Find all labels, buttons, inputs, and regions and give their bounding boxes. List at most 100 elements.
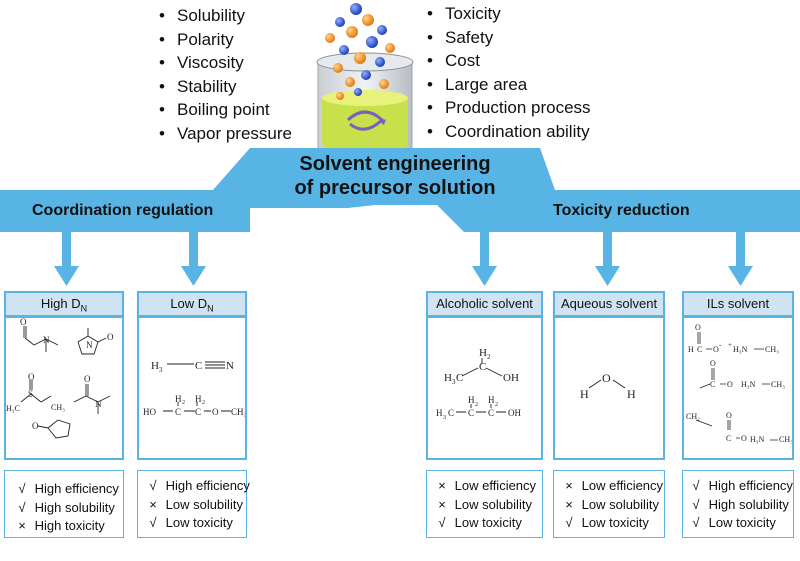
atom-label: CH₂	[686, 412, 700, 421]
mark-icon: ×	[18, 518, 26, 533]
category-high-dn: High DN	[4, 291, 124, 317]
branch-coordination-regulation: Coordination regulation	[32, 202, 214, 219]
category-label: High D	[40, 296, 81, 311]
atom-label: H	[436, 408, 443, 418]
atom-label: C	[195, 407, 201, 417]
atom-label: C	[175, 407, 181, 417]
property-item: Polarity	[157, 28, 292, 52]
atom-label: O	[28, 372, 35, 382]
atom-label: H	[195, 394, 202, 404]
atom-label: H	[468, 395, 475, 405]
atom-label: H	[151, 360, 159, 372]
property-row: × High toxicity	[13, 517, 123, 536]
atom-label: CH₃	[771, 380, 785, 389]
atom-label: O	[212, 407, 219, 417]
banner-diagram	[0, 148, 800, 286]
atom-label: S	[28, 389, 33, 399]
arrow-low-dn	[181, 232, 206, 286]
property-text: Low toxicity	[165, 515, 233, 530]
property-row: √ High solubility	[13, 499, 123, 518]
atom-label: O	[695, 323, 701, 332]
atom-label: O	[726, 411, 732, 420]
mark-icon: ×	[565, 478, 573, 493]
structures-ils: O H C O - + H₃N CH₃ O C O H₃N CH₃ CH₂ O …	[686, 323, 793, 444]
property-text: Low solubility	[165, 496, 243, 512]
atom-label: O	[710, 359, 716, 368]
property-row: √ Low toxicity	[687, 514, 793, 533]
arrow-high-dn	[54, 232, 79, 286]
property-row: √ Low toxicity	[560, 514, 664, 533]
atom-label: H	[175, 394, 182, 404]
property-text: High efficiency	[708, 478, 793, 493]
atom-label: CH₃	[765, 345, 779, 354]
atom-label: O	[107, 332, 114, 342]
property-text: High toxicity	[34, 518, 105, 533]
left-property-list: Solubility Polarity Viscosity Stability …	[157, 4, 292, 145]
property-row: √ High efficiency	[144, 477, 250, 496]
category-low-dn: Low DN	[137, 291, 247, 317]
property-text: Low efficiency	[454, 478, 537, 493]
property-item: Coordination ability	[425, 120, 591, 144]
atom-label: O	[713, 345, 719, 354]
category-label: Low D	[170, 296, 208, 311]
arrow-ils	[728, 232, 753, 286]
atom-label: H	[580, 387, 589, 401]
mark-icon: ×	[438, 478, 446, 493]
mark-icon: √	[565, 515, 573, 530]
category-aqueous-solvent: Aqueous solvent	[553, 291, 665, 317]
category-subscript: N	[207, 303, 214, 314]
down-arrows	[54, 232, 753, 286]
panel-aqueous-structures: H O H	[553, 316, 665, 460]
property-row: √ Low toxicity	[433, 514, 542, 533]
panel-ils-structures: O H C O - + H₃N CH₃ O C O H₃N CH₃ CH₂ O …	[682, 316, 794, 460]
swirl-icon	[346, 110, 386, 131]
atom-label: H₃N	[733, 345, 748, 354]
property-item: Large area	[425, 73, 591, 97]
category-label: ILs solvent	[706, 296, 770, 311]
property-item: Production process	[425, 96, 591, 120]
arrow-alcoholic	[472, 232, 497, 286]
title-line-2: of precursor solution	[294, 177, 496, 199]
atom-label: C	[710, 380, 715, 389]
category-subscript: N	[80, 303, 88, 314]
structures-low-dn: H 3 C N HO H 2 H 2 C C O CH₃	[143, 360, 247, 417]
atom-label: C	[488, 408, 494, 418]
property-row: √ Low toxicity	[144, 514, 246, 533]
atom-label: CH₃	[231, 407, 245, 417]
atom-label: N	[226, 360, 234, 372]
atom-label: C	[479, 361, 486, 373]
atom-label: -	[719, 341, 722, 349]
atom-label: H	[444, 372, 452, 384]
atom-label: O	[602, 371, 611, 385]
arrow-aqueous	[595, 232, 620, 286]
property-row: √ High efficiency	[687, 477, 793, 496]
property-item: Toxicity	[425, 2, 591, 26]
diagram-title: Solvent engineering of precursor solutio…	[250, 152, 540, 200]
mark-icon: ×	[149, 496, 157, 512]
property-text: Low toxicity	[581, 515, 649, 530]
mark-icon: √	[438, 515, 446, 530]
atom-label: 3	[452, 378, 456, 386]
atom-label: 3	[443, 415, 446, 421]
property-row: × Low solubility	[433, 496, 542, 515]
property-text: High efficiency	[34, 481, 119, 496]
atom-label: C	[195, 360, 202, 372]
structures-alcoholic: H 2 H 3 C C OH H 3 H 2 H 2 C C C OH	[436, 347, 521, 421]
property-item: Safety	[425, 26, 591, 50]
property-item: Viscosity	[157, 51, 292, 75]
atom-label: O	[20, 318, 27, 327]
panel-high-dn-structures: O N N O O S H₃C CH₃ O N O N	[4, 316, 124, 460]
structures-high-dn: O N N O O S H₃C CH₃ O N O N	[6, 317, 114, 439]
property-row: √ High efficiency	[13, 480, 123, 499]
atom-label: 2	[202, 400, 205, 406]
property-row: × Low efficiency	[560, 477, 664, 496]
property-item: Cost	[425, 49, 591, 73]
mark-icon: √	[692, 478, 700, 493]
atom-label: C	[448, 408, 454, 418]
property-text: Low toxicity	[708, 515, 776, 530]
panel-alcoholic-structures: H 2 H 3 C C OH H 3 H 2 H 2 C C C OH	[426, 316, 543, 460]
category-label: Alcoholic solvent	[436, 296, 533, 311]
category-alcoholic-solvent: Alcoholic solvent	[426, 291, 543, 317]
props-alcoholic: × Low efficiency × Low solubility √ Low …	[426, 470, 543, 538]
atom-label: N	[86, 340, 93, 350]
